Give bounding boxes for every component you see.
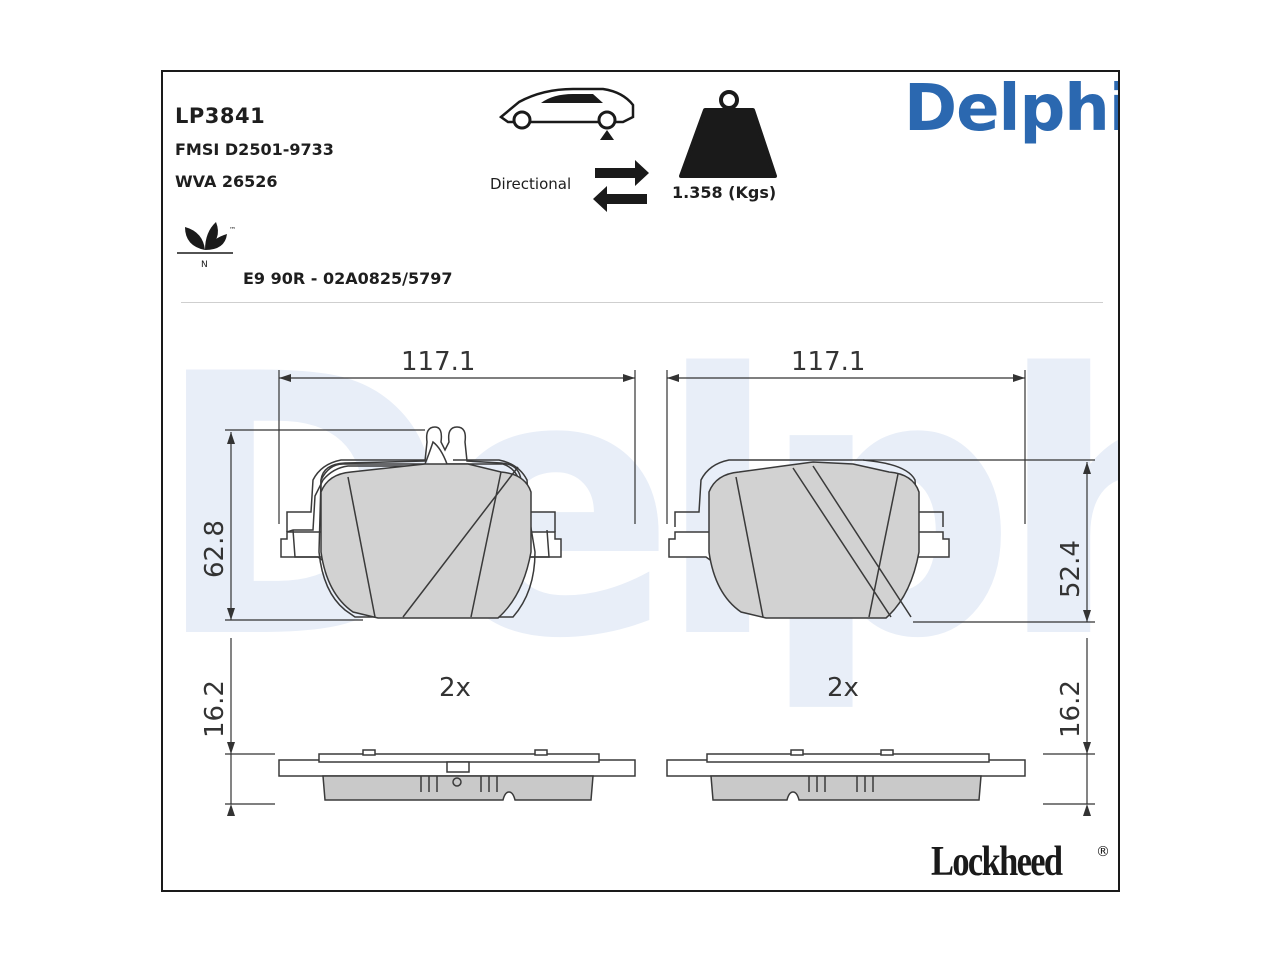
weight-icon	[679, 90, 777, 178]
left-width-dimension: 117.1	[401, 347, 475, 377]
direction-arrows-icon	[593, 160, 649, 212]
car-axle-icon	[498, 87, 635, 140]
eco-tm: ™	[229, 226, 236, 234]
leaf-icon: N ™	[177, 222, 236, 270]
right-pad-front-view	[668, 459, 950, 619]
lockheed-logo: Lockheed	[931, 839, 1063, 885]
brand-watermark: Delphi	[163, 298, 1118, 717]
directional-label: Directional	[490, 175, 572, 193]
delphi-logo: Delphi	[904, 72, 1120, 146]
right-height-dimension: 52.4	[1056, 540, 1086, 598]
registered-mark: ®	[1096, 844, 1110, 860]
left-pad-side-view	[278, 749, 636, 801]
right-width-dimension: 117.1	[791, 347, 865, 377]
part-number: LP3841	[175, 104, 266, 128]
weight-label: 1.358 (Kgs)	[672, 183, 777, 202]
dimension-lines	[225, 370, 1095, 805]
header-divider	[181, 302, 1103, 303]
right-pad-side-view	[666, 749, 1026, 801]
drawing-sheet: Delphi N ™	[161, 70, 1120, 892]
eco-letter: N	[201, 260, 208, 270]
left-thickness-dimension: 16.2	[200, 680, 230, 738]
right-quantity: 2x	[827, 673, 859, 703]
dimension-arrows	[227, 374, 1091, 816]
left-pad-front-view	[280, 426, 562, 619]
right-thickness-dimension: 16.2	[1056, 680, 1086, 738]
fmsi-code: FMSI D2501-9733	[175, 140, 334, 159]
wva-code: WVA 26526	[175, 172, 278, 191]
drawing-canvas: Delphi N ™	[163, 87, 1118, 816]
left-quantity: 2x	[439, 673, 471, 703]
approval-code: E9 90R - 02A0825/5797	[243, 269, 453, 288]
left-height-dimension: 62.8	[200, 520, 230, 578]
